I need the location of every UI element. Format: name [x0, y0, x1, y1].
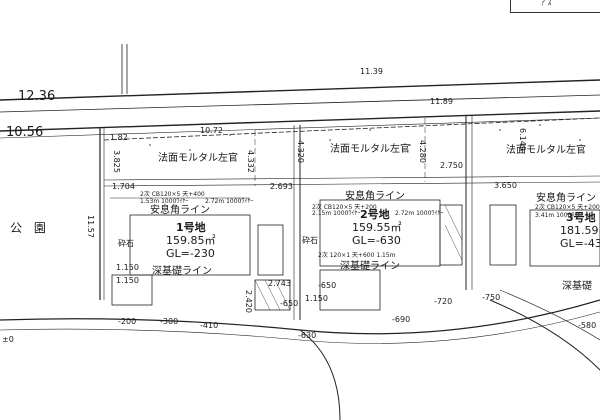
lot2-name: 2号地: [360, 208, 390, 221]
edge-dim-k: 3.825: [112, 150, 121, 173]
lot3-gl: GL=-43: [560, 237, 600, 250]
elevation-8: -580: [578, 321, 597, 330]
lot2-slope-line: 安息角ライン: [345, 191, 405, 202]
misc-dim-1: 1.150: [116, 263, 139, 272]
note-8: 2次 120×1 天+600 1.15m: [318, 252, 396, 259]
lot2-foundation: 深基礎ライン: [340, 261, 400, 272]
elevation-6: -720: [434, 297, 453, 306]
misc-dim-2: 1.150: [116, 276, 139, 285]
misc-dim-3: 1.150: [305, 294, 328, 303]
edge-dim-b: 10.72: [200, 126, 223, 135]
misc-dim-4: 2.743: [268, 279, 291, 288]
slope-text-center: 法面モルタル左官: [330, 144, 410, 155]
note-3: 2.72m 1000ﾜｲﾔｰ: [205, 198, 254, 205]
park-label: 公 園: [10, 221, 50, 235]
top-legend: ｱ ｽ: [541, 0, 552, 7]
road-width-mid: 11.89: [430, 97, 453, 106]
road-width-inner: 10.56: [6, 125, 44, 140]
elevation-10: -650: [280, 299, 299, 308]
note-9: 3.41m 1000ﾜｲﾔｰ: [535, 212, 584, 219]
edge-dim-g: 6.149: [518, 128, 527, 151]
edge-dim-h: 1.704: [112, 182, 135, 191]
lot1-slope-line: 安息角ライン: [150, 205, 210, 216]
lot3-name: 3号地: [566, 211, 596, 224]
elevation-1: -200: [118, 317, 137, 326]
lot2-area: 159.55㎡: [352, 221, 402, 234]
road-width-top: 11.39: [360, 67, 383, 76]
elevation-2: -300: [160, 317, 179, 326]
edge-dim-d: 4.320: [296, 140, 305, 163]
slope-text-right: 法面モルタル左官: [506, 145, 586, 156]
lot1-area: 159.85㎡: [166, 234, 216, 247]
edge-dim-a: 1.82: [110, 133, 128, 142]
elevation-7: -750: [482, 293, 501, 302]
misc-dim-5: 2.420: [244, 290, 253, 313]
elevation-3: -410: [200, 321, 219, 330]
elevation-11: -650: [318, 281, 337, 290]
lot1-gl: GL=-230: [166, 247, 215, 260]
elevation-5: -690: [392, 315, 411, 324]
note-5: 2.15m 1000ﾜｲﾔｰ: [312, 210, 361, 217]
note-2: 1.53m 1000ﾜｲﾔｰ: [140, 198, 189, 205]
slope-text-left: 法面モルタル左官: [158, 153, 238, 164]
top-legend-box: ｱ ｽ: [510, 0, 600, 13]
lot3-slope-line: 安息角ライン: [536, 193, 596, 204]
lot2-gl: GL=-630: [352, 234, 401, 247]
stone-label-2: 砕石: [302, 236, 318, 245]
west-depth: 11.57: [86, 215, 95, 238]
edge-dim-f: 2.750: [440, 161, 463, 170]
elevation-9: ±0: [2, 335, 14, 344]
lot1-name: 1号地: [176, 221, 206, 234]
lot3-foundation: 深基礎: [562, 281, 592, 292]
lot1-foundation: 深基礎ライン: [152, 266, 212, 277]
note-1: 2次 CB120×5 天+400: [140, 191, 205, 198]
edge-dim-i: 2.693: [270, 182, 293, 191]
note-6: 2.72m 1000ﾜｲﾔｰ: [395, 210, 444, 217]
note-7: 2次 CB120×5 天+200: [535, 204, 600, 211]
stone-label-1: 砕石: [118, 239, 134, 248]
elevation-4: -630: [298, 331, 317, 340]
lot3-area: 181.59㎡: [560, 224, 600, 237]
edge-dim-j: 3.650: [494, 181, 517, 190]
note-4: 2次 CB120×5 天+200: [312, 204, 377, 211]
road-width-outer: 12.36: [18, 89, 56, 104]
edge-dim-e: 4.280: [418, 140, 427, 163]
edge-dim-c: 4.332: [246, 150, 255, 173]
